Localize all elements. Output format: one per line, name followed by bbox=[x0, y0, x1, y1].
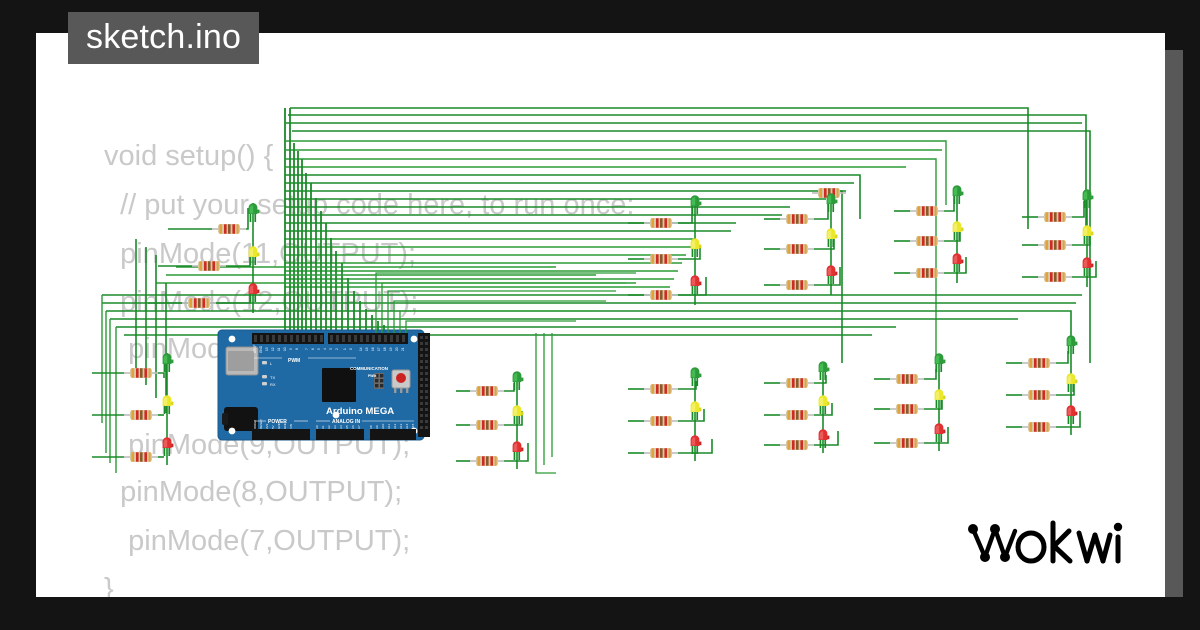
svg-text:A6: A6 bbox=[351, 425, 355, 429]
svg-text:2: 2 bbox=[335, 348, 339, 350]
arduino-mega-board[interactable]: AREF GND 13 12 11 10 9 8 7 6 5 4 3 2 1 0… bbox=[217, 329, 430, 441]
svg-text:A7: A7 bbox=[357, 425, 361, 429]
svg-text:18: 18 bbox=[383, 347, 387, 351]
svg-text:A11: A11 bbox=[387, 424, 391, 429]
svg-text:5: 5 bbox=[317, 348, 321, 350]
svg-text:A14: A14 bbox=[405, 423, 409, 429]
wire-left-feeders bbox=[135, 239, 167, 413]
svg-text:15: 15 bbox=[365, 347, 369, 351]
svg-text:3V3: 3V3 bbox=[265, 423, 269, 429]
svg-text:POWER: POWER bbox=[268, 419, 287, 425]
circuit-diagram: AREF GND 13 12 11 10 9 8 7 6 5 4 3 2 1 0… bbox=[92, 107, 1097, 474]
svg-text:20: 20 bbox=[395, 347, 399, 351]
svg-text:A1: A1 bbox=[321, 425, 325, 429]
svg-text:VIN: VIN bbox=[289, 424, 293, 429]
traffic-light-cluster-4[interactable] bbox=[628, 195, 707, 305]
svg-text:A0: A0 bbox=[315, 425, 319, 429]
svg-text:PWM: PWM bbox=[288, 358, 300, 364]
wokwi-diagram-canvas[interactable]: void setup() { // put your setup code he… bbox=[36, 33, 1165, 597]
svg-text:21: 21 bbox=[401, 347, 405, 351]
svg-text:RESET: RESET bbox=[259, 419, 263, 429]
wire-bundle-top-2 bbox=[286, 140, 947, 373]
svg-text:3: 3 bbox=[329, 348, 333, 350]
svg-text:PWM: PWM bbox=[368, 374, 376, 378]
svg-text:16: 16 bbox=[371, 347, 375, 351]
traffic-light-cluster-5[interactable] bbox=[628, 367, 713, 461]
traffic-light-cluster-1[interactable] bbox=[148, 203, 260, 313]
wire-bundle-mid-2 bbox=[285, 238, 696, 288]
svg-text:COMMUNICATION: COMMUNICATION bbox=[350, 366, 388, 371]
traffic-light-cluster-3[interactable] bbox=[456, 371, 529, 469]
svg-text:L: L bbox=[270, 361, 273, 366]
svg-text:10: 10 bbox=[283, 347, 287, 351]
svg-text:17: 17 bbox=[377, 347, 381, 351]
svg-text:GND: GND bbox=[277, 422, 281, 430]
svg-text:GND: GND bbox=[283, 422, 287, 430]
svg-text:A2: A2 bbox=[327, 425, 331, 429]
svg-text:8: 8 bbox=[295, 348, 299, 350]
svg-text:4: 4 bbox=[323, 348, 327, 350]
svg-text:A10: A10 bbox=[381, 423, 385, 429]
svg-text:14: 14 bbox=[359, 347, 363, 351]
traffic-light-cluster-6[interactable] bbox=[764, 188, 846, 295]
svg-text:5V: 5V bbox=[271, 425, 275, 429]
wire-bundle-top bbox=[286, 107, 1091, 363]
svg-text:A5: A5 bbox=[345, 425, 349, 429]
wire-trunk-vertical bbox=[284, 108, 385, 335]
traffic-light-cluster-8[interactable] bbox=[894, 185, 967, 283]
wire-bundle-lower-2 bbox=[101, 266, 636, 473]
svg-text:RX: RX bbox=[270, 382, 276, 387]
traffic-light-cluster-10[interactable] bbox=[1022, 189, 1097, 287]
svg-text:A4: A4 bbox=[339, 425, 343, 429]
svg-text:6: 6 bbox=[311, 348, 315, 350]
wire-bundle-extra bbox=[375, 272, 636, 474]
svg-text:19: 19 bbox=[389, 347, 393, 351]
svg-text:A3: A3 bbox=[333, 425, 337, 429]
svg-text:A15: A15 bbox=[411, 423, 415, 429]
svg-text:A9: A9 bbox=[375, 425, 379, 429]
traffic-light-cluster-2[interactable] bbox=[92, 353, 174, 465]
svg-text:A12: A12 bbox=[393, 423, 397, 429]
svg-text:9: 9 bbox=[289, 348, 293, 350]
svg-text:AREF: AREF bbox=[253, 344, 257, 353]
svg-text:A13: A13 bbox=[399, 423, 403, 429]
svg-text:12: 12 bbox=[271, 347, 275, 351]
svg-text:A8: A8 bbox=[369, 425, 373, 429]
svg-text:7: 7 bbox=[305, 348, 309, 350]
file-tab-sketch-ino[interactable]: sketch.ino bbox=[68, 12, 260, 65]
svg-text:GND: GND bbox=[259, 345, 263, 353]
svg-text:0: 0 bbox=[349, 348, 353, 350]
svg-text:11: 11 bbox=[277, 347, 281, 351]
svg-text:IOREF: IOREF bbox=[253, 420, 257, 429]
svg-text:1: 1 bbox=[343, 348, 347, 350]
traffic-light-cluster-11[interactable] bbox=[1006, 335, 1081, 435]
svg-text:13: 13 bbox=[265, 347, 269, 351]
svg-text:TX: TX bbox=[270, 375, 275, 380]
wokwi-logo bbox=[968, 520, 1123, 564]
traffic-light-cluster-7[interactable] bbox=[764, 361, 839, 453]
svg-text:ANALOG IN: ANALOG IN bbox=[332, 419, 360, 425]
svg-text:Arduino MEGA: Arduino MEGA bbox=[326, 406, 394, 417]
traffic-light-cluster-9[interactable] bbox=[874, 353, 949, 451]
